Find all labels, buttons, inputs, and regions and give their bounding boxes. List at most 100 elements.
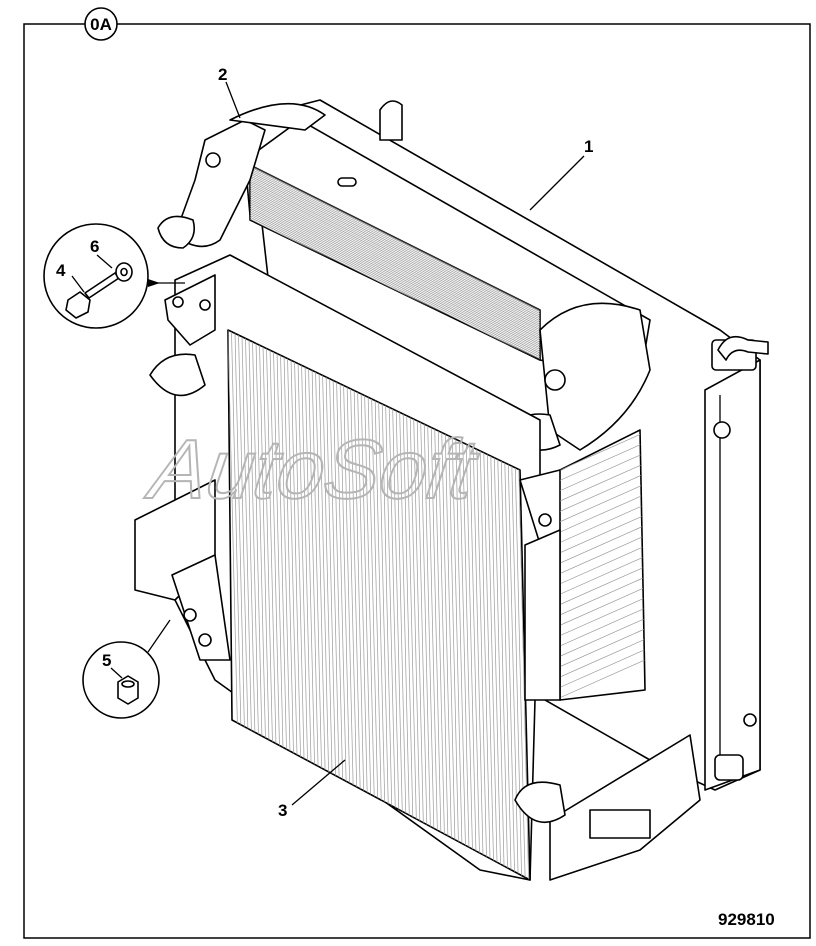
main-radiator	[134, 254, 701, 881]
fin-line	[423, 424, 435, 845]
fin-line	[518, 469, 530, 880]
fin-line	[364, 395, 376, 816]
fin-line	[511, 466, 523, 880]
fin-line	[560, 615, 645, 657]
fin-line	[250, 179, 540, 330]
fin-line	[346, 387, 358, 808]
callout-labels: 1 2 3 4 6 5	[56, 65, 593, 820]
fin-line	[311, 370, 323, 791]
fin-line	[250, 213, 540, 360]
bolt-icon	[65, 272, 120, 319]
fin-line	[430, 427, 442, 848]
fin-line	[493, 457, 505, 878]
fin-line	[245, 338, 256, 759]
fin-line	[322, 375, 333, 796]
fin-line	[490, 455, 502, 877]
top-hose	[157, 102, 326, 249]
fin-line	[339, 383, 351, 804]
fin-line	[560, 647, 645, 688]
fin-line	[250, 168, 540, 319]
fin-line	[392, 408, 404, 829]
fin-line	[250, 207, 540, 359]
callout-6: 6	[90, 237, 99, 256]
washer-icon	[115, 262, 133, 282]
callout-5: 5	[102, 651, 111, 670]
fin-line	[560, 522, 645, 564]
fin-line	[427, 425, 439, 846]
fin-line	[250, 186, 540, 337]
fin-line	[250, 188, 540, 339]
callout-4: 4	[56, 261, 66, 280]
fin-line	[560, 636, 645, 678]
fin-line	[248, 340, 260, 761]
fin-line	[360, 393, 372, 814]
fin-line	[469, 445, 481, 866]
view-label-badge: 0A	[84, 7, 118, 41]
fin-line	[308, 368, 319, 789]
fin-line	[416, 420, 428, 841]
fin-line	[483, 452, 495, 873]
fin-line	[262, 346, 274, 767]
fin-line	[250, 191, 540, 343]
view-label: 0A	[90, 15, 112, 34]
fin-line	[273, 351, 284, 772]
fin-line	[560, 491, 645, 533]
fin-line	[241, 336, 253, 757]
fin-line	[378, 402, 390, 823]
fin-line	[266, 348, 277, 769]
fin-line	[250, 177, 540, 328]
fin-line	[413, 419, 425, 840]
fin-line	[250, 171, 540, 323]
fin-line	[250, 193, 540, 345]
fin-line	[283, 356, 295, 777]
fin-line	[252, 341, 263, 762]
nut-detail	[82, 619, 171, 719]
fin-line	[332, 380, 344, 801]
fin-line	[259, 345, 270, 766]
fin-line	[367, 397, 379, 818]
fin-line	[280, 355, 291, 776]
watermark: AutoSoft	[141, 422, 485, 516]
fin-line	[353, 390, 365, 811]
fin-line	[250, 202, 540, 354]
fin-line	[444, 434, 456, 855]
fin-line	[472, 447, 484, 868]
fin-line	[395, 410, 407, 831]
fin-line	[560, 595, 645, 636]
fin-line	[560, 584, 645, 626]
fin-line	[250, 175, 540, 327]
nut-icon	[117, 675, 139, 705]
fin-line	[560, 657, 645, 699]
fin-line	[228, 330, 239, 751]
fin-line	[560, 564, 645, 605]
fin-line	[250, 195, 540, 346]
fin-line	[250, 204, 540, 355]
fin-line	[560, 533, 645, 574]
fin-line	[388, 407, 400, 828]
fin-line	[381, 403, 393, 824]
fin-line	[560, 430, 645, 471]
fin-line	[455, 439, 467, 860]
fin-line	[437, 430, 449, 851]
fin-line	[238, 335, 249, 756]
fin-line	[560, 481, 645, 523]
fin-line	[560, 460, 645, 502]
fin-line	[371, 398, 383, 819]
fin-line	[343, 385, 354, 806]
fin-line	[350, 388, 361, 809]
fin-line	[560, 512, 645, 554]
fin-line	[560, 553, 645, 595]
fin-line	[385, 405, 397, 826]
fin-line	[250, 189, 540, 341]
fin-line	[434, 429, 446, 850]
fin-line	[336, 382, 347, 803]
fin-line	[357, 392, 368, 813]
fin-line	[560, 626, 645, 667]
fin-line	[304, 366, 316, 787]
fin-line	[250, 173, 540, 325]
fin-line	[250, 211, 540, 360]
fin-line	[255, 343, 267, 764]
fin-line	[250, 198, 540, 350]
fin-line	[231, 331, 242, 752]
fin-line	[315, 371, 326, 793]
